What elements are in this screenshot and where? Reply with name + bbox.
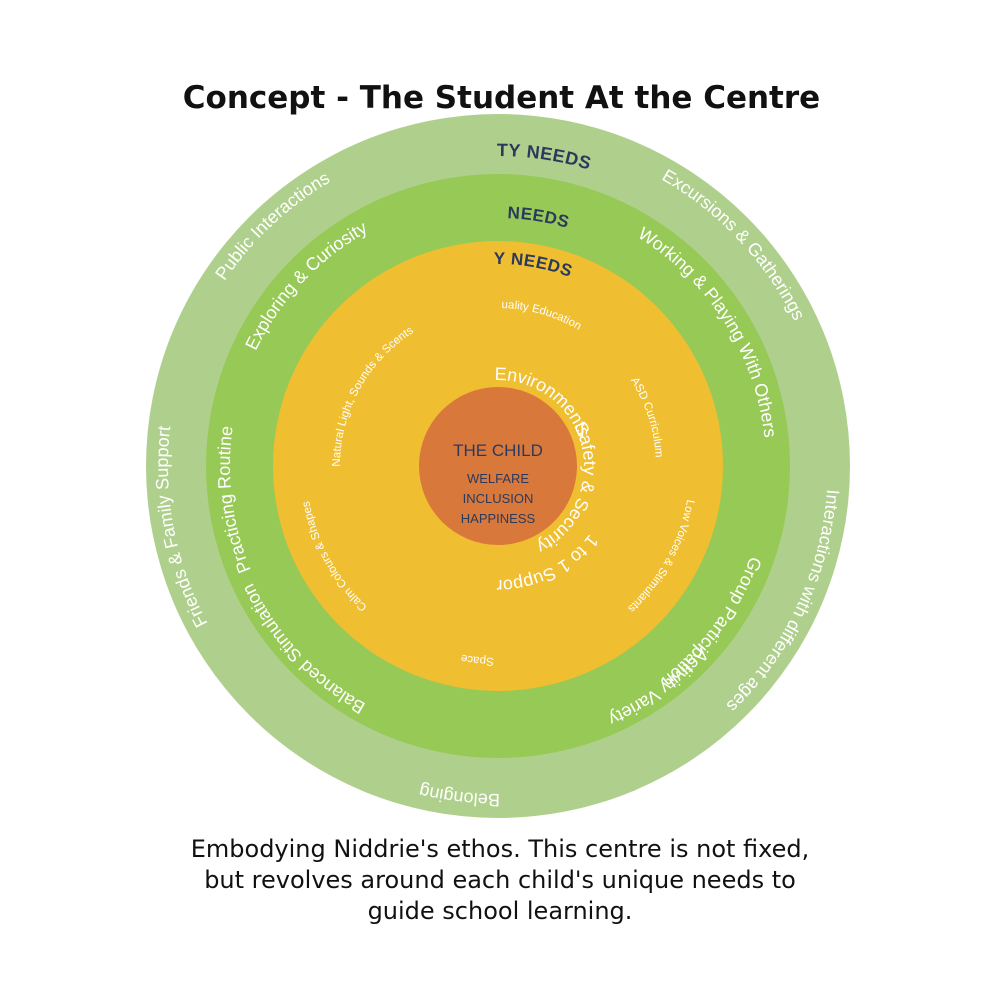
caption: Embodying Niddrie's ethos. This centre i… xyxy=(100,834,900,927)
core-item-inclusion: INCLUSION xyxy=(463,491,534,506)
community-needs-label: COMMUNITY NEEDS xyxy=(0,0,594,174)
child-core xyxy=(419,387,577,545)
caption-line: Embodying Niddrie's ethos. This centre i… xyxy=(190,835,810,863)
page-title: Concept - The Student At the Centre xyxy=(182,80,821,116)
core-item-welfare: WELFARE xyxy=(467,471,529,486)
child-label: THE CHILD xyxy=(453,441,543,460)
core-item-happiness: HAPPINESS xyxy=(461,511,536,526)
caption-line: guide school learning. xyxy=(367,897,633,925)
caption-line: but revolves around each child's unique … xyxy=(204,866,796,894)
